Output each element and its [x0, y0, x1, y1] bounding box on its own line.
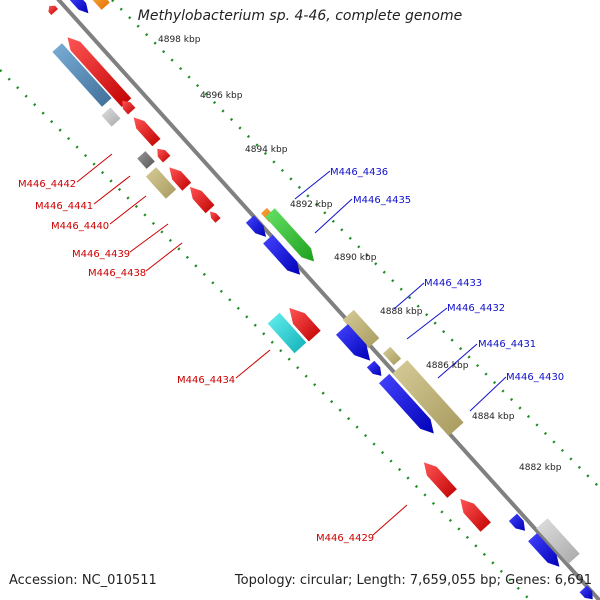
cds-feature-arrow[interactable]: [289, 307, 321, 342]
cds-feature-arrow[interactable]: [245, 215, 266, 237]
cds-feature-arrow[interactable]: [263, 234, 301, 275]
gene-label[interactable]: M446_4431: [478, 339, 536, 350]
scale-label: 4882 kbp: [519, 463, 562, 473]
leader-line: [76, 153, 113, 183]
topology-text: Topology: circular; Length: 7,659,055 bp…: [234, 573, 592, 588]
gene-label[interactable]: M446_4432: [447, 303, 505, 314]
leader-line: [406, 307, 448, 340]
cds-feature-arrow[interactable]: [336, 324, 371, 361]
gene-label[interactable]: M446_4435: [353, 195, 411, 206]
cds-feature-arrow[interactable]: [157, 148, 171, 163]
gene-label[interactable]: M446_4429: [316, 533, 374, 544]
cds-feature-arrow[interactable]: [342, 309, 380, 349]
cds-feature-arrow[interactable]: [169, 167, 192, 191]
backbone-line: [56, 0, 600, 600]
cds-feature-arrow[interactable]: [52, 43, 112, 107]
cds-feature-arrow[interactable]: [133, 117, 161, 147]
gene-label[interactable]: M446_4441: [35, 201, 93, 212]
cds-feature-arrow[interactable]: [189, 186, 215, 214]
scale-label: 4884 kbp: [472, 412, 515, 422]
leader-line: [469, 376, 507, 412]
cds-feature-arrow[interactable]: [536, 518, 580, 564]
tick-ring-inner: [0, 69, 531, 600]
cds-feature-arrow[interactable]: [101, 107, 121, 127]
cds-feature-arrow[interactable]: [460, 498, 491, 532]
label-leaders: [76, 153, 507, 536]
leader-line: [129, 223, 169, 253]
leader-line: [235, 349, 271, 379]
cds-feature-arrow[interactable]: [366, 360, 382, 376]
scale-label: 4898 kbp: [158, 35, 201, 45]
cds-feature-arrow[interactable]: [210, 211, 221, 223]
cds-feature-arrow[interactable]: [267, 312, 307, 354]
scale-label: 4892 kbp: [290, 200, 333, 210]
genome-title: Methylobacterium sp. 4-46, complete geno…: [137, 8, 463, 24]
gene-label[interactable]: M446_4434: [177, 375, 235, 386]
gene-label[interactable]: M446_4438: [88, 268, 146, 279]
cds-feature-arrow[interactable]: [379, 373, 434, 434]
accession-text: Accession: NC_010511: [9, 573, 157, 588]
gene-label[interactable]: M446_4436: [330, 167, 388, 178]
reverse-gene-labels: M446_4442 M446_4441 M446_4440 M446_4439 …: [18, 179, 374, 544]
cds-feature-arrow[interactable]: [92, 0, 110, 10]
scale-label: 4888 kbp: [380, 307, 423, 317]
cds-feature-arrow[interactable]: [392, 360, 464, 436]
cds-feature-arrow[interactable]: [579, 585, 593, 600]
cds-feature-arrow[interactable]: [265, 208, 315, 262]
cds-feature-arrow[interactable]: [69, 0, 89, 14]
gene-label[interactable]: M446_4433: [424, 278, 482, 289]
gene-label[interactable]: M446_4439: [72, 249, 130, 260]
forward-gene-labels: M446_4436 M446_4435 M446_4433 M446_4432 …: [330, 167, 564, 383]
leader-line: [109, 195, 147, 225]
leader-line: [372, 504, 408, 536]
leader-line: [93, 175, 131, 205]
cds-features: [48, 0, 593, 600]
scale-label: 4894 kbp: [245, 145, 288, 155]
cds-feature-arrow[interactable]: [67, 37, 132, 107]
leader-line: [437, 343, 478, 379]
cds-feature-arrow[interactable]: [48, 5, 58, 15]
scale-label: 4886 kbp: [426, 361, 469, 371]
gene-label[interactable]: M446_4440: [51, 221, 109, 232]
leader-line: [294, 170, 331, 200]
cds-feature-arrow[interactable]: [528, 533, 560, 567]
leader-line: [314, 198, 353, 234]
scale-label: 4896 kbp: [200, 91, 243, 101]
cds-feature-arrow[interactable]: [145, 167, 177, 199]
cds-feature-arrow[interactable]: [423, 462, 457, 498]
cds-feature-arrow[interactable]: [382, 346, 402, 366]
gene-label[interactable]: M446_4442: [18, 179, 76, 190]
scale-label: 4890 kbp: [334, 253, 377, 263]
leader-line: [393, 282, 425, 310]
tick-ring-outer: [111, 0, 600, 489]
scale-labels: 4898 kbp 4896 kbp 4894 kbp 4892 kbp 4890…: [158, 35, 562, 473]
gene-label[interactable]: M446_4430: [506, 372, 564, 383]
cds-feature-arrow[interactable]: [137, 151, 155, 169]
leader-line: [145, 242, 183, 272]
cds-feature-arrow[interactable]: [122, 100, 136, 115]
cds-feature-arrow[interactable]: [508, 513, 525, 531]
